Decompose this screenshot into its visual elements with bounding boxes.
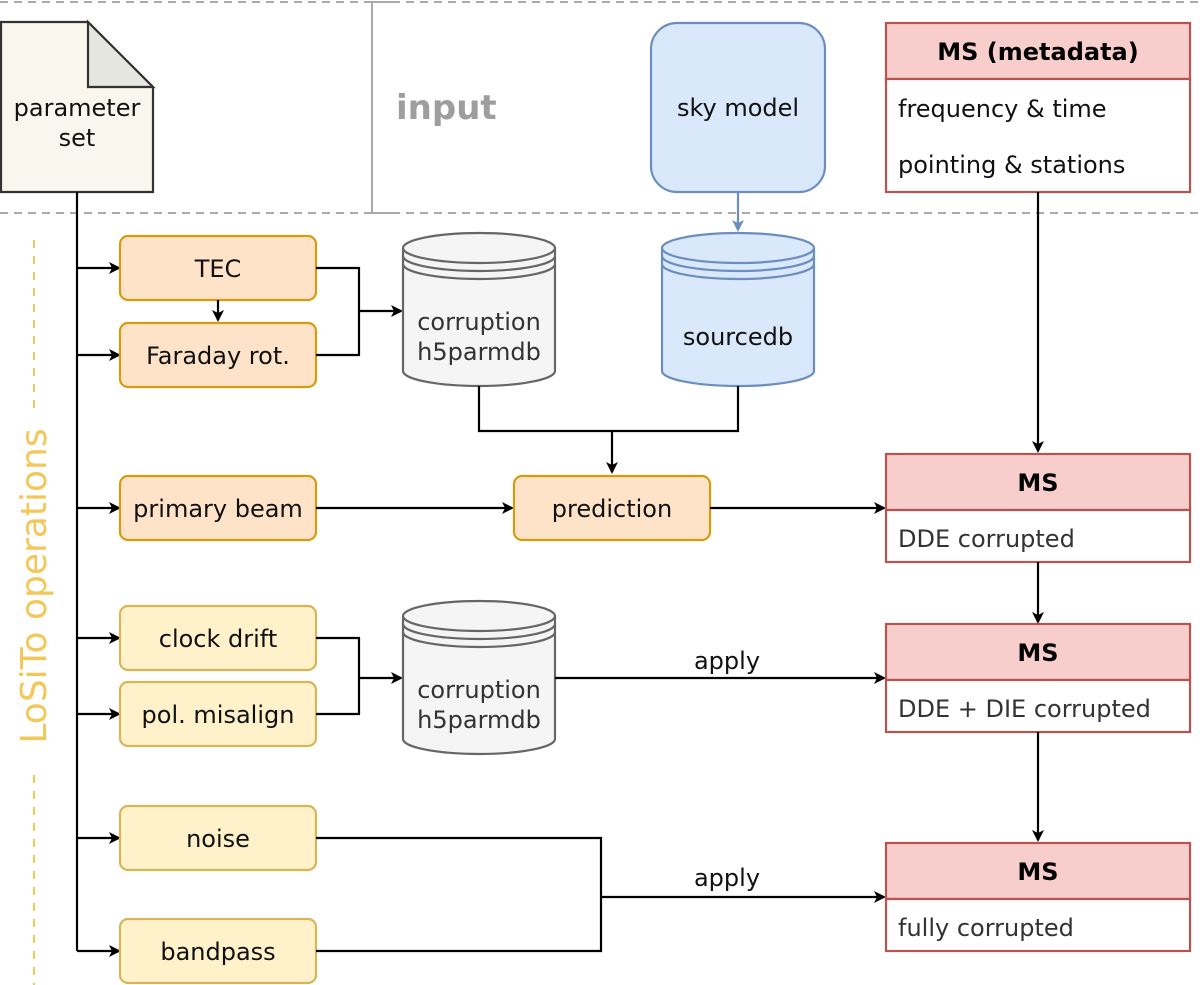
edge-tec-to-db1 (316, 266, 401, 357)
corruption-db-1-line1: corruption (417, 308, 541, 336)
edge-noise-bandpass-to-ms-full (316, 836, 884, 953)
sourcedb-label: sourcedb (683, 323, 793, 351)
corruption-db-1 (401, 231, 557, 388)
corruption-db-2 (401, 599, 557, 756)
ms-full-body (884, 897, 1192, 953)
primary-beam-label: primary beam (133, 495, 303, 523)
edge-label-apply-1: apply (694, 647, 760, 675)
parameter-set-line1: parameter (14, 94, 141, 122)
ms-dde-die-header (884, 622, 1192, 682)
faraday-label: Faraday rot. (146, 342, 290, 370)
pol-misalign-label: pol. misalign (142, 701, 295, 729)
edge-label-apply-2: apply (694, 864, 760, 892)
ms-metadata-row-frequency: frequency & time (898, 95, 1107, 123)
ms-dde-status: DDE corrupted (898, 525, 1075, 553)
ms-full-status: fully corrupted (898, 914, 1074, 942)
corruption-db-2-line1: corruption (417, 676, 541, 704)
ms-dde-die-body (884, 678, 1192, 734)
corruption-db-1-line2: h5parmdb (417, 338, 541, 366)
edge-db1-sourcedb-to-prediction (477, 386, 740, 472)
ms-dde-die-title: MS (1017, 639, 1058, 667)
input-section-title: input (396, 88, 497, 128)
bandpass-label: bandpass (160, 938, 275, 966)
document-fold (86, 19, 156, 89)
ms-metadata-body (884, 77, 1192, 194)
corruption-db-2-line2: h5parmdb (417, 706, 541, 734)
sourcedb-node (660, 231, 816, 388)
edge-clock-to-db2 (316, 636, 401, 716)
ms-full-title: MS (1017, 858, 1058, 886)
ms-dde-body (884, 508, 1192, 564)
losito-operations-label: LoSiTo operations (14, 428, 55, 743)
noise-label: noise (186, 825, 250, 853)
ms-full-header (884, 841, 1192, 901)
clock-drift-label: clock drift (159, 625, 277, 653)
parameter-set-line2: set (59, 124, 96, 152)
ms-dde-title: MS (1017, 469, 1058, 497)
tec-label: TEC (194, 255, 242, 283)
ms-metadata-row-pointing: pointing & stations (898, 151, 1125, 179)
prediction-label: prediction (552, 495, 672, 523)
sky-model-label: sky model (677, 94, 799, 122)
ms-metadata-header (884, 21, 1192, 81)
ms-metadata-title: MS (metadata) (937, 38, 1138, 66)
ms-dde-die-status: DDE + DIE corrupted (898, 695, 1151, 723)
